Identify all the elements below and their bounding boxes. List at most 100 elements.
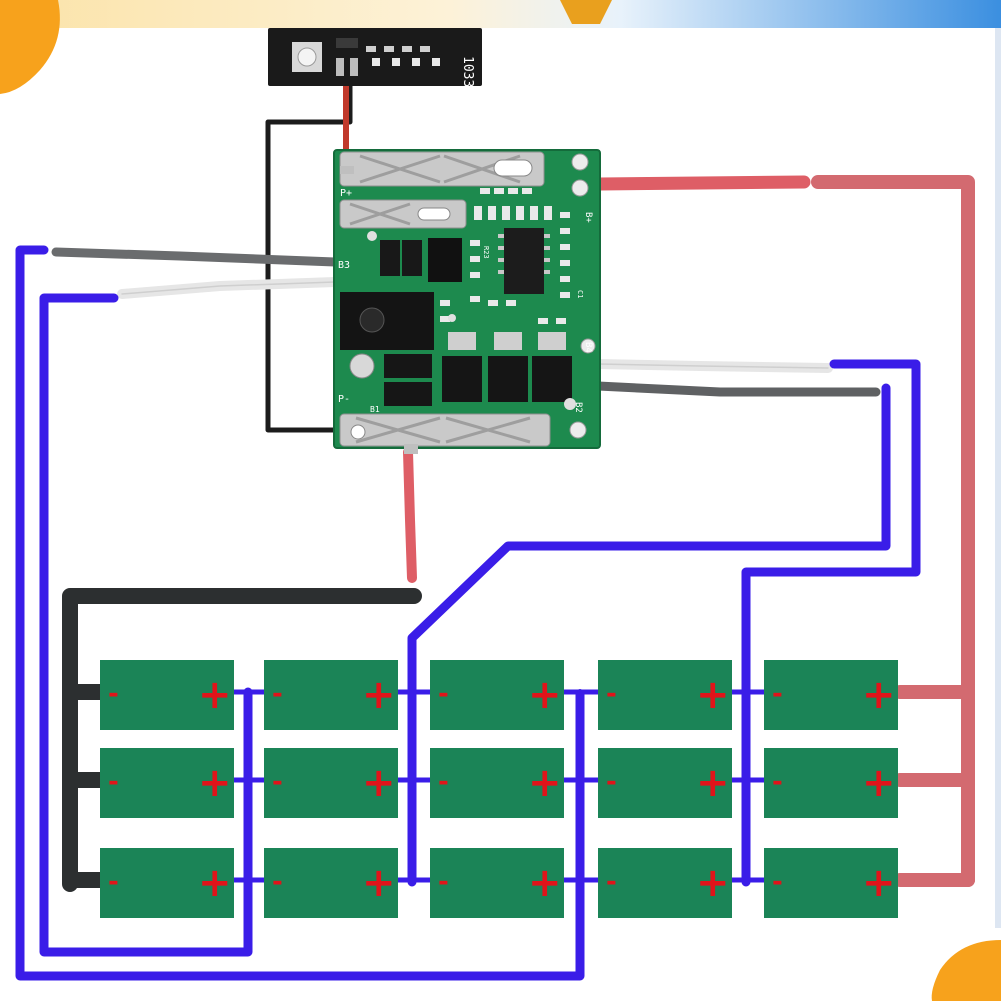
led-black-wire bbox=[265, 83, 355, 433]
battery-cell: -+ bbox=[100, 660, 234, 730]
cell-negative-sign: - bbox=[772, 767, 783, 797]
mount-hole bbox=[571, 153, 589, 171]
cell-positive-sign: + bbox=[198, 860, 232, 906]
cell-negative-sign: - bbox=[108, 679, 119, 709]
battery-cell-body bbox=[764, 660, 898, 730]
cell-positive-sign: + bbox=[862, 860, 896, 906]
battery-cell: -+ bbox=[100, 848, 234, 918]
battery-cell: -+ bbox=[264, 660, 398, 730]
battery-cell-body bbox=[100, 660, 234, 730]
battery-cell-body bbox=[430, 848, 564, 918]
b1-white-wire-edge bbox=[121, 281, 336, 295]
resistor-block bbox=[384, 354, 432, 378]
cell-negative-sign: - bbox=[438, 767, 449, 797]
top-orange-tab bbox=[560, 0, 612, 24]
diode bbox=[380, 240, 400, 276]
silk-r23: R23 bbox=[482, 246, 490, 259]
battery-cell-body bbox=[430, 748, 564, 818]
dc-jack-icon bbox=[340, 292, 434, 350]
pad-label-b2: B2 bbox=[573, 402, 583, 413]
cell-positive-sign: + bbox=[528, 860, 562, 906]
battery-cell: -+ bbox=[598, 748, 732, 818]
battery-cell-body bbox=[764, 848, 898, 918]
battery-cell-body bbox=[264, 848, 398, 918]
pminus-solder bbox=[404, 444, 418, 454]
cell-positive-sign: + bbox=[528, 760, 562, 806]
battery-cell: -+ bbox=[764, 848, 898, 918]
b4-white-wire-edge bbox=[597, 363, 829, 369]
battery-cell-body bbox=[598, 660, 732, 730]
b4-blue-wire bbox=[741, 359, 921, 887]
mount-hole bbox=[569, 421, 587, 439]
parallel-bars bbox=[245, 689, 749, 883]
battery-cell-body bbox=[598, 848, 732, 918]
cell-negative-sign: - bbox=[272, 679, 283, 709]
battery-cell: -+ bbox=[598, 660, 732, 730]
battery-cell-body bbox=[764, 748, 898, 818]
battery-cell-body bbox=[598, 748, 732, 818]
battery-cell-grid: -+-+-+-+-+-+-+-+-+-+-+-+-+-+-+ bbox=[100, 660, 898, 918]
silk-c1: C1 bbox=[576, 290, 584, 298]
battery-cell: -+ bbox=[598, 848, 732, 918]
pad-label-pplus: P+ bbox=[340, 188, 352, 199]
smd-parts bbox=[440, 188, 570, 324]
via bbox=[448, 314, 456, 322]
cell-positive-sign: + bbox=[362, 860, 396, 906]
battery-cell-body bbox=[100, 848, 234, 918]
cell-positive-sign: + bbox=[198, 672, 232, 718]
pplus-solder bbox=[340, 166, 354, 174]
cell-negative-sign: - bbox=[606, 867, 617, 897]
led-board-icon: 1033 bbox=[268, 28, 482, 87]
b2-gray-wire bbox=[593, 381, 881, 397]
battery-cell: -+ bbox=[430, 848, 564, 918]
cell-positive-sign: + bbox=[696, 672, 730, 718]
cell-positive-sign: + bbox=[198, 760, 232, 806]
pplus-tab bbox=[339, 151, 545, 187]
cell-negative-sign: - bbox=[272, 767, 283, 797]
pminus-red-wire bbox=[403, 447, 417, 583]
cell-negative-sign: - bbox=[272, 867, 283, 897]
cell-positive-sign: + bbox=[862, 760, 896, 806]
cell-positive-sign: + bbox=[862, 672, 896, 718]
pminus-tab bbox=[339, 413, 551, 447]
silk-bplus: B+ bbox=[583, 212, 593, 223]
cell-positive-sign: + bbox=[362, 760, 396, 806]
bottom-right-corner bbox=[931, 940, 1001, 1001]
battery-cell: -+ bbox=[100, 748, 234, 818]
battery-cell: -+ bbox=[430, 748, 564, 818]
bplus-drawn-red bbox=[811, 175, 975, 887]
cell-negative-sign: - bbox=[606, 679, 617, 709]
cell-positive-sign: + bbox=[696, 760, 730, 806]
via bbox=[367, 231, 377, 241]
pad-label-b3: B3 bbox=[338, 260, 350, 271]
top-left-corner bbox=[0, 0, 60, 94]
diode bbox=[402, 240, 422, 276]
battery-cell: -+ bbox=[264, 748, 398, 818]
ic-chip-icon bbox=[504, 228, 544, 294]
bplus-red-wire bbox=[593, 175, 811, 191]
bms-board: P+ B3 B1 P- B4 B2 B+ R23 C1 bbox=[333, 149, 601, 449]
battery-cell: -+ bbox=[764, 748, 898, 818]
mount-hole bbox=[580, 338, 596, 354]
tvs-diode bbox=[428, 238, 462, 282]
pad-label-b4: B4 bbox=[583, 342, 593, 353]
b3-gray-wire bbox=[51, 247, 340, 267]
battery-cell-body bbox=[430, 660, 564, 730]
cell-negative-sign: - bbox=[438, 679, 449, 709]
cell-negative-sign: - bbox=[772, 679, 783, 709]
battery-cell-body bbox=[264, 660, 398, 730]
mount-hole bbox=[571, 179, 589, 197]
battery-cell: -+ bbox=[430, 660, 564, 730]
via bbox=[564, 398, 576, 410]
pad bbox=[349, 353, 375, 379]
battery-cell-body bbox=[264, 748, 398, 818]
cell-negative-sign: - bbox=[606, 767, 617, 797]
mosfet-icon bbox=[442, 332, 572, 402]
bminus-drawn-black bbox=[62, 588, 422, 892]
top-banner bbox=[0, 0, 1001, 28]
cell-negative-sign: - bbox=[772, 867, 783, 897]
battery-cell-body bbox=[100, 748, 234, 818]
battery-cell: -+ bbox=[764, 660, 898, 730]
cell-negative-sign: - bbox=[438, 867, 449, 897]
battery-cell: -+ bbox=[264, 848, 398, 918]
